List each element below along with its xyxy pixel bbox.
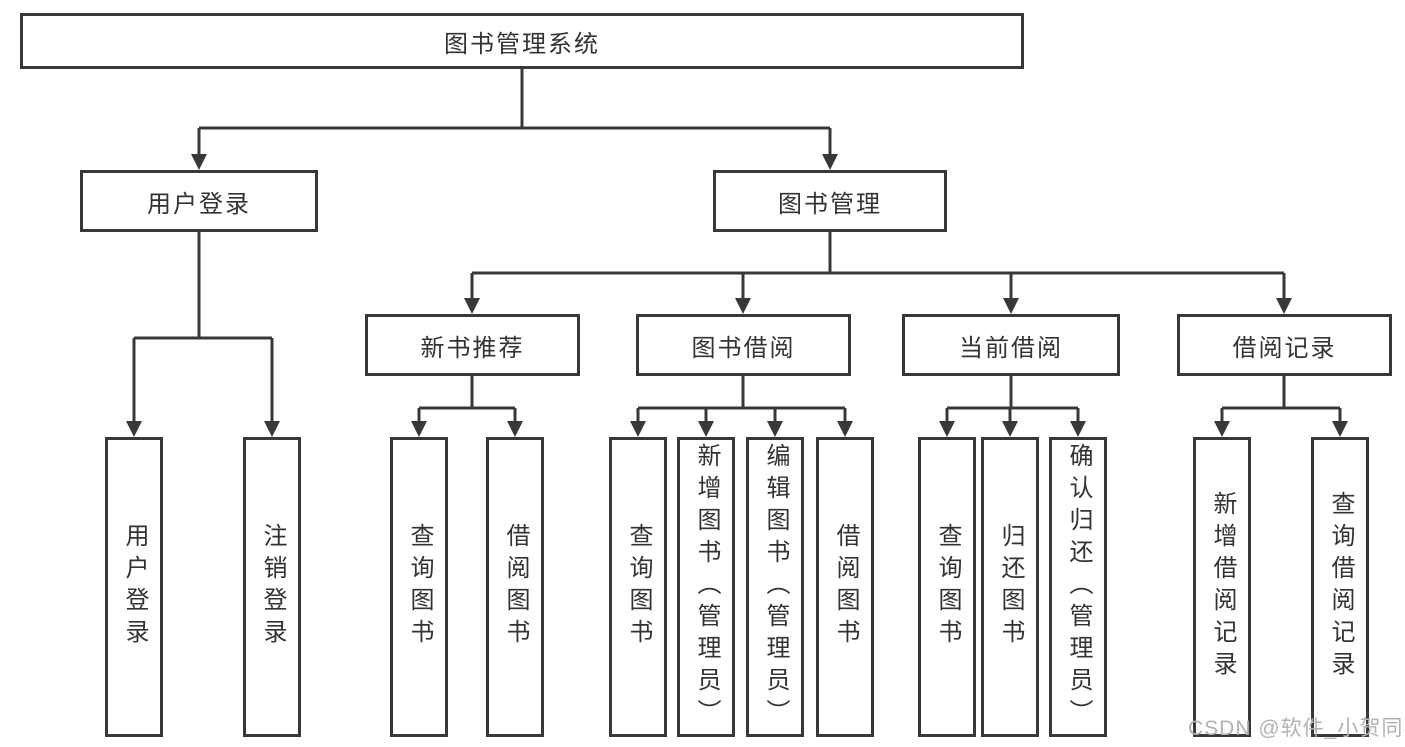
node-current-borrow: 当前借阅 <box>902 314 1120 376</box>
leaf-borrow-query-book-label: 查询图书 <box>625 523 652 651</box>
leaf-edit-book-admin: 编辑图书（管理员） <box>746 437 804 737</box>
leaf-query-borrow-record: 查询借阅记录 <box>1311 437 1369 737</box>
leaf-query-borrow-record-label: 查询借阅记录 <box>1327 491 1354 683</box>
leaf-user-login-label: 用户登录 <box>121 523 148 651</box>
node-current-borrow-label: 当前借阅 <box>959 334 1063 362</box>
leaf-borrow-book-label: 借阅图书 <box>832 523 859 651</box>
leaf-add-book-admin: 新增图书（管理员） <box>677 437 735 737</box>
leaf-add-borrow-record: 新增借阅记录 <box>1193 437 1251 737</box>
leaf-recommend-query-book-label: 查询图书 <box>406 523 433 651</box>
leaf-return-book: 归还图书 <box>981 437 1039 737</box>
node-root: 图书管理系统 <box>20 13 1024 69</box>
node-root-label: 图书管理系统 <box>444 30 600 58</box>
leaf-confirm-return-admin: 确认归还（管理员） <box>1049 437 1107 737</box>
node-borrow-records: 借阅记录 <box>1177 314 1392 376</box>
leaf-logout-label: 注销登录 <box>259 523 286 651</box>
leaf-logout: 注销登录 <box>243 437 301 737</box>
leaf-add-book-admin-label: 新增图书（管理员） <box>693 443 720 731</box>
node-new-book-recommend-label: 新书推荐 <box>420 334 525 362</box>
watermark: CSDN @软件_小贺同学 <box>1188 717 1405 740</box>
leaf-return-book-label: 归还图书 <box>997 523 1024 651</box>
leaf-recommend-borrow-book: 借阅图书 <box>486 437 544 737</box>
leaf-edit-book-admin-label: 编辑图书（管理员） <box>762 443 789 731</box>
leaf-confirm-return-admin-label: 确认归还（管理员） <box>1065 443 1092 731</box>
node-new-book-recommend: 新书推荐 <box>365 314 580 376</box>
leaf-recommend-query-book: 查询图书 <box>390 437 448 737</box>
leaf-borrow-query-book: 查询图书 <box>609 437 667 737</box>
leaf-borrow-book: 借阅图书 <box>816 437 874 737</box>
leaf-current-query-book-label: 查询图书 <box>934 523 961 651</box>
node-book-management-label: 图书管理 <box>778 190 882 218</box>
node-book-management: 图书管理 <box>713 170 947 232</box>
leaf-add-borrow-record-label: 新增借阅记录 <box>1209 491 1236 683</box>
node-borrow-records-label: 借阅记录 <box>1232 334 1337 362</box>
leaf-current-query-book: 查询图书 <box>918 437 976 737</box>
node-user-login: 用户登录 <box>80 170 318 232</box>
node-book-borrow-label: 图书借阅 <box>691 334 796 362</box>
leaf-user-login: 用户登录 <box>105 437 163 737</box>
node-book-borrow: 图书借阅 <box>636 314 851 376</box>
leaf-recommend-borrow-book-label: 借阅图书 <box>502 523 529 651</box>
node-user-login-label: 用户登录 <box>147 190 251 218</box>
